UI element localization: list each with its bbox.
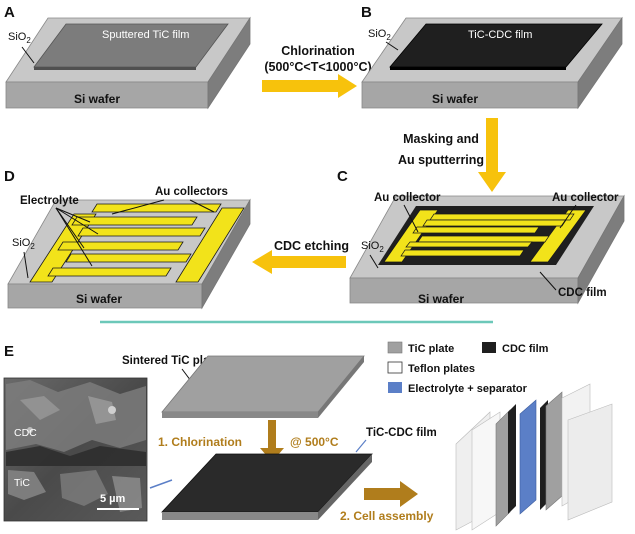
legend: TiC plate CDC film Teflon plates Electro… bbox=[387, 341, 549, 395]
legend-swatch-teflon bbox=[387, 361, 403, 374]
si-wafer-side bbox=[577, 16, 623, 110]
substrate-label-b: Si wafer bbox=[432, 92, 478, 106]
scale-bar-label: 5 µm bbox=[100, 493, 126, 505]
pointer-cdc-film bbox=[539, 271, 557, 291]
panel-letter-d: D bbox=[4, 168, 15, 185]
pointer-au-left bbox=[403, 204, 419, 233]
step-chlorination: Chlorination (500°C<T<1000°C) bbox=[262, 44, 372, 98]
panel-letter-c: C bbox=[337, 168, 348, 185]
au-electrodes-d bbox=[29, 203, 245, 283]
substrate-label-c: Si wafer bbox=[418, 292, 464, 306]
substrate-label-d: Si wafer bbox=[76, 292, 122, 306]
au-collector-right: Au collector bbox=[552, 192, 619, 204]
legend-swatch-tic bbox=[387, 341, 403, 354]
panel-c: C Au collector Au collector SiO2 CDC fil… bbox=[337, 168, 625, 306]
panel-d: D Au collectors Electrolyte SiO2 Si wafe… bbox=[4, 168, 251, 310]
chlorination-e-label: 1. Chlorination bbox=[158, 435, 242, 449]
arrow-right-a-b bbox=[262, 74, 357, 98]
panel-e: E CDC TiC 5 µm Sintered TiC plate 1. Ch bbox=[3, 341, 613, 531]
panel-letter-e: E bbox=[4, 343, 14, 360]
electrolyte-pointers bbox=[55, 207, 99, 267]
pointer-au-right bbox=[559, 204, 577, 229]
si-wafer-side bbox=[201, 198, 251, 310]
sio2-pointer-c bbox=[369, 254, 379, 269]
cdc-etching-label: CDC etching bbox=[274, 239, 349, 253]
film-label-b: TiC-CDC film bbox=[468, 29, 532, 41]
arrow-down-b-c bbox=[478, 118, 506, 192]
legend-swatch-electrolyte bbox=[388, 382, 402, 393]
film-label-a: Sputtered TiC film bbox=[102, 29, 189, 41]
panel-b: B TiC-CDC film SiO2 Si wafer bbox=[361, 4, 623, 110]
sio2-pointer-d bbox=[23, 251, 29, 279]
sio2-pointer-b bbox=[385, 41, 399, 51]
step-cdc-etching: CDC etching bbox=[252, 239, 349, 274]
sem-micrograph: CDC TiC 5 µm bbox=[3, 377, 148, 522]
legend-swatch-cdc bbox=[482, 342, 496, 353]
sintered-tic-plate-edge bbox=[162, 412, 318, 418]
arrow-down-chlorination bbox=[260, 420, 284, 462]
cdc-film-edge bbox=[390, 67, 566, 70]
substrate-label-a: Si wafer bbox=[74, 92, 120, 106]
arrow-right-assembly bbox=[364, 481, 418, 507]
step-masking: Masking and Au sputterring bbox=[398, 118, 506, 192]
panel-letter-b: B bbox=[361, 4, 372, 21]
sem-pointer bbox=[149, 479, 173, 489]
sio2-pointer-a bbox=[21, 46, 35, 64]
sem-cdc-label: CDC bbox=[14, 427, 37, 439]
cell-stack bbox=[455, 383, 613, 531]
legend-teflon: Teflon plates bbox=[408, 363, 475, 375]
cdc-film-label: CDC film bbox=[558, 287, 607, 299]
au-electrodes-c bbox=[383, 209, 587, 263]
electrolyte-label: Electrolyte bbox=[20, 195, 79, 207]
pointer-tic-cdc bbox=[355, 439, 367, 453]
chlorination-temp-label: (500°C<T<1000°C) bbox=[264, 60, 371, 74]
au-sputtering-label: Au sputterring bbox=[398, 153, 484, 167]
au-collectors-label: Au collectors bbox=[155, 186, 228, 198]
pointer-au-collectors-1 bbox=[111, 199, 165, 215]
arrow-left-c-d bbox=[252, 250, 346, 274]
pointer-au-collectors-2 bbox=[189, 199, 215, 213]
chlorination-label: Chlorination bbox=[281, 44, 355, 58]
sintered-tic-plate-side bbox=[318, 356, 364, 418]
tic-cdc-film-label: TiC-CDC film bbox=[366, 427, 437, 439]
chlorination-e-temp: @ 500°C bbox=[290, 435, 339, 449]
masking-label: Masking and bbox=[403, 132, 479, 146]
sem-tic-label: TiC bbox=[14, 477, 30, 489]
panel-letter-a: A bbox=[4, 4, 15, 21]
tic-film-edge bbox=[34, 67, 196, 70]
cell-assembly-label: 2. Cell assembly bbox=[340, 509, 434, 523]
si-wafer-side bbox=[207, 16, 251, 110]
panel-a: A Sputtered TiC film SiO2 Si wafer bbox=[4, 4, 251, 110]
sio2-label-a: SiO2 bbox=[8, 31, 31, 45]
si-wafer-side bbox=[577, 194, 625, 305]
legend-electrolyte: Electrolyte + separator bbox=[408, 383, 528, 395]
tic-cdc-plate bbox=[161, 453, 373, 513]
au-collector-left: Au collector bbox=[374, 192, 441, 204]
tic-cdc-plate-edge bbox=[162, 512, 318, 520]
tic-cdc-plate-side bbox=[318, 454, 372, 520]
sio2-label-d: SiO2 bbox=[12, 237, 35, 251]
legend-tic-plate: TiC plate bbox=[408, 343, 454, 355]
sio2-label-b: SiO2 bbox=[368, 28, 391, 42]
legend-cdc-film: CDC film bbox=[502, 343, 549, 355]
sio2-label-c: SiO2 bbox=[361, 240, 384, 254]
sintered-tic-label: Sintered TiC plate bbox=[122, 355, 220, 367]
